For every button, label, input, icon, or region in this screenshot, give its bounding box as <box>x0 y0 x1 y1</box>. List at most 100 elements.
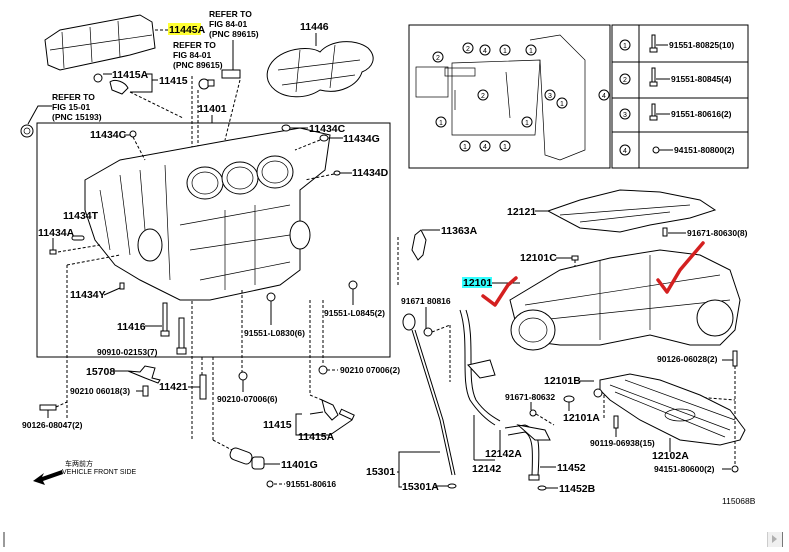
bracket-11363A-icon <box>411 229 427 261</box>
label-11434G[interactable]: 11434G <box>343 133 380 145</box>
label-15301[interactable]: 15301 <box>366 466 395 478</box>
part-11401G-icon <box>229 447 265 470</box>
label-11401G[interactable]: 11401G <box>281 459 318 471</box>
label-91551-L0845[interactable]: 91551-L0845(2) <box>324 308 385 318</box>
label-12142[interactable]: 12142 <box>472 463 501 475</box>
plug-11434C-icon <box>281 124 291 132</box>
plug-icon <box>129 130 137 138</box>
label-11446[interactable]: 11446 <box>300 21 329 33</box>
svg-text:4: 4 <box>623 148 627 155</box>
label-11421[interactable]: 11421 <box>159 381 188 393</box>
label-12101[interactable]: 12101 <box>463 277 492 289</box>
label-90126-08047[interactable]: 90126-08047(2) <box>22 420 83 430</box>
part-12142-guide-tube[interactable] <box>459 309 501 426</box>
part-11445A-cover[interactable] <box>44 14 156 71</box>
part-12121-baffle[interactable] <box>546 189 717 233</box>
label-11401[interactable]: 11401 <box>198 103 227 115</box>
label-11363A[interactable]: 11363A <box>441 225 478 237</box>
label-90126-06028[interactable]: 90126-06028(2) <box>657 354 718 364</box>
label-11416[interactable]: 11416 <box>117 321 146 333</box>
plug-11434G-icon <box>319 134 329 142</box>
bolt-80630-icon <box>662 227 668 237</box>
label-91671-80632[interactable]: 91671-80632 <box>505 392 555 402</box>
label-90910-02153[interactable]: 90910-02153(7) <box>97 347 158 357</box>
scrollbar-left-edge[interactable] <box>3 532 5 547</box>
plug-11434D-icon <box>333 170 341 176</box>
svg-text:(PNC 89615): (PNC 89615) <box>209 29 259 39</box>
label-15708[interactable]: 15708 <box>86 366 115 378</box>
label-11415A-top[interactable]: 11415A <box>112 69 149 81</box>
label-94151-80600[interactable]: 94151-80600(2) <box>654 464 715 474</box>
label-91671-80630[interactable]: 91671-80630(8) <box>687 228 748 238</box>
label-90119-06938[interactable]: 90119-06938(15) <box>590 438 655 448</box>
scroll-right-button[interactable] <box>767 532 783 547</box>
label-90210-07006-2[interactable]: 90210 07006(2) <box>340 365 400 375</box>
label-11415-bottom[interactable]: 11415 <box>263 419 292 431</box>
part-15301-dipstick[interactable] <box>402 313 456 476</box>
svg-text:REFER TO: REFER TO <box>173 40 216 50</box>
front-label-english: VEHICLE FRONT SIDE <box>62 469 136 476</box>
label-11415-top[interactable]: 11415 <box>159 75 188 87</box>
label-12102A[interactable]: 12102A <box>652 450 689 462</box>
label-90210-07006-6[interactable]: 90210-07006(6) <box>217 394 278 404</box>
svg-text:(PNC 15193): (PNC 15193) <box>52 112 102 122</box>
part-12101-oil-pan-upper[interactable] <box>509 249 741 351</box>
label-91551-80616[interactable]: 91551-80616 <box>286 479 336 489</box>
svg-text:2: 2 <box>623 77 627 84</box>
label-91551-L0830[interactable]: 91551-L0830(6) <box>244 328 305 338</box>
label-90210-06018[interactable]: 90210 06018(3) <box>70 386 130 396</box>
label-11452B[interactable]: 11452B <box>559 483 596 495</box>
svg-text:1: 1 <box>623 43 627 50</box>
label-11434C-b[interactable]: 11434C <box>309 123 346 135</box>
refer-note-1: REFER TO FIG 84-01 (PNC 89615) <box>209 9 259 39</box>
label-11434C-a[interactable]: 11434C <box>90 129 127 141</box>
label-12142A[interactable]: 12142A <box>485 448 522 460</box>
label-91671-80816[interactable]: 91671 80816 <box>401 296 451 306</box>
legend-row-1[interactable]: 1 91551-80825(10) <box>619 34 734 53</box>
label-12101B[interactable]: 12101B <box>544 375 581 387</box>
oil-seal-icon <box>20 124 34 138</box>
part-11401-cylinder-block[interactable] <box>84 127 331 301</box>
svg-text:91551-80825(10): 91551-80825(10) <box>669 40 734 50</box>
front-label-chinese: 车两前方 <box>65 459 93 468</box>
svg-text:3: 3 <box>548 93 552 100</box>
pin-11434Y-icon <box>119 282 125 290</box>
label-12101A[interactable]: 12101A <box>563 412 600 424</box>
svg-text:REFER TO: REFER TO <box>52 92 95 102</box>
svg-text:(PNC 89615): (PNC 89615) <box>173 60 223 70</box>
svg-text:1: 1 <box>463 144 467 151</box>
stud-11421-icon <box>199 374 207 400</box>
oil-pan-bolt-inset <box>408 24 611 169</box>
part-11415-sensor-icon <box>321 399 355 421</box>
label-12101C[interactable]: 12101C <box>520 252 557 264</box>
label-11434D[interactable]: 11434D <box>352 167 389 179</box>
sensor-icon <box>198 78 215 90</box>
part-11452-tube[interactable] <box>504 424 551 481</box>
stud-06028-icon <box>732 350 738 367</box>
label-11434A[interactable]: 11434A <box>38 227 75 239</box>
svg-text:2: 2 <box>481 93 485 100</box>
bolt-11416-icon <box>160 302 170 337</box>
label-11434T[interactable]: 11434T <box>63 210 99 222</box>
svg-text:4: 4 <box>483 144 487 151</box>
bolt-06938-icon <box>613 415 619 429</box>
legend-row-4[interactable]: 4 94151-80800(2) <box>619 144 735 156</box>
label-12121[interactable]: 12121 <box>507 206 536 218</box>
part-12102A-oil-pan-lower[interactable] <box>599 373 746 446</box>
svg-text:4: 4 <box>602 93 606 100</box>
legend-row-2[interactable]: 2 91551-80845(4) <box>619 67 732 87</box>
sensor-connector-icon <box>221 69 241 79</box>
nut-12101A-icon <box>593 388 603 398</box>
part-11446-insulator[interactable] <box>266 41 374 98</box>
bolt-80616-icon <box>266 480 274 488</box>
label-11415A-bottom[interactable]: 11415A <box>298 431 335 443</box>
sensor-11415A-icon <box>93 73 129 95</box>
inset-callouts: 2 2 4 1 1 2 1 1 1 4 1 3 1 4 <box>432 42 610 152</box>
label-11445A[interactable]: 11445A <box>169 24 206 36</box>
label-11434Y[interactable]: 11434Y <box>70 289 106 301</box>
label-15301A[interactable]: 15301A <box>402 481 439 493</box>
svg-text:2: 2 <box>436 55 440 62</box>
bolt-06018-icon <box>142 385 149 397</box>
label-11452[interactable]: 11452 <box>557 462 586 474</box>
legend-row-3[interactable]: 3 91551-80616(2) <box>619 103 732 121</box>
